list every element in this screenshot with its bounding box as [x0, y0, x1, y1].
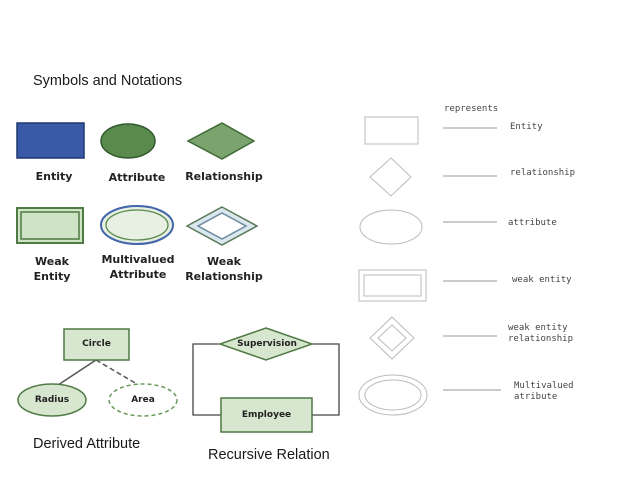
entity-label: Entity: [35, 170, 73, 183]
legend-attribute-text: attribute: [508, 218, 557, 228]
derived-attribute-caption: Derived Attribute: [33, 436, 141, 452]
relationship-symbol: [186, 122, 256, 160]
attribute-label: Attribute: [108, 171, 166, 184]
supervision-label: Supervision: [237, 339, 297, 349]
area-label: Area: [131, 395, 155, 405]
circle-label: Circle: [82, 339, 111, 349]
employee-label: Employee: [241, 410, 292, 420]
legend-header: represents: [444, 104, 499, 114]
legend-weak-entity-shape: [358, 269, 427, 302]
page-title: Symbols and Notations: [33, 73, 183, 89]
radius-attribute: [17, 383, 87, 417]
area-derived-attribute: [108, 383, 178, 417]
legend-weak-entity-text: weak entity: [512, 275, 572, 285]
legend-relationship-text: relationship: [510, 168, 576, 178]
radius-label: Radius: [34, 395, 70, 405]
legend-multivalued-shape: [358, 374, 428, 416]
legend-relationship-shape: [369, 157, 412, 197]
supervision-relationship: [217, 327, 315, 361]
legend-weak-relationship-shape: [369, 316, 415, 360]
relationship-label: Relationship: [185, 170, 263, 183]
legend-entity-text: Entity: [510, 122, 543, 132]
recursive-relation-caption: Recursive Relation: [208, 447, 330, 463]
multivalued-attribute-symbol: [100, 205, 174, 245]
legend-entity-shape: [364, 116, 419, 145]
employee-entity: [220, 397, 313, 433]
circle-entity: [63, 328, 130, 361]
attribute-symbol: [100, 123, 156, 159]
weak-entity-symbol: [16, 207, 84, 244]
entity-symbol: [16, 122, 85, 159]
legend-attribute-shape: [359, 209, 423, 245]
